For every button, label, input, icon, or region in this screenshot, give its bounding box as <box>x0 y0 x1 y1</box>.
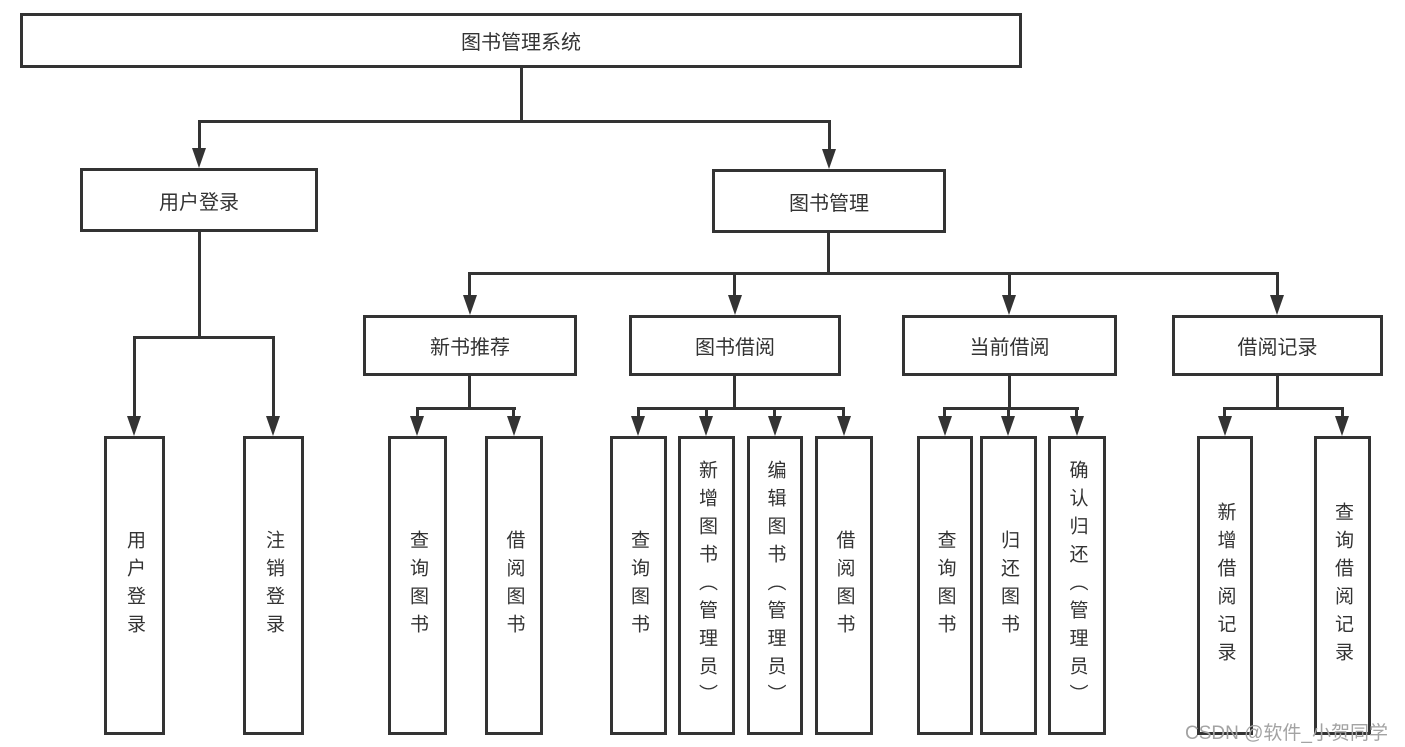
connector-line <box>828 120 831 150</box>
arrow-down-icon <box>1335 416 1349 436</box>
connector-line <box>416 407 419 418</box>
leaf-query-books-recommend: 查询图书 <box>388 436 447 735</box>
connector-line <box>637 407 640 418</box>
arrow-down-icon <box>1001 416 1015 436</box>
arrow-down-icon <box>127 416 141 436</box>
connector-line <box>943 407 1079 410</box>
node-label: 新书推荐 <box>430 337 510 359</box>
connector-line <box>705 407 708 418</box>
connector-line <box>827 233 830 272</box>
connector-line <box>468 376 471 407</box>
node-label: 图书管理 <box>789 192 869 215</box>
arrow-down-icon <box>631 416 645 436</box>
connector-line <box>198 120 831 123</box>
arrow-down-icon <box>463 295 477 315</box>
arrow-down-icon <box>768 416 782 436</box>
arrow-down-icon <box>192 148 206 168</box>
node-label: 查询图书 <box>628 529 649 642</box>
node-label: 查询借阅记录 <box>1332 501 1353 670</box>
leaf-query-books-current: 查询图书 <box>917 436 973 735</box>
connector-line <box>520 68 523 120</box>
arrow-down-icon <box>1002 295 1016 315</box>
leaf-borrow-books: 借阅图书 <box>815 436 873 735</box>
arrow-down-icon <box>837 416 851 436</box>
connector-line <box>733 376 736 407</box>
leaf-add-books-admin: 新增图书（管理员） <box>678 436 735 735</box>
arrow-down-icon <box>266 416 280 436</box>
node-user-login: 用户登录 <box>80 168 318 232</box>
arrow-down-icon <box>1070 416 1084 436</box>
node-current-borrowing: 当前借阅 <box>902 315 1117 376</box>
connector-line <box>1276 272 1279 295</box>
node-label: 确认归还（管理员） <box>1066 459 1088 712</box>
connector-line <box>468 272 1279 275</box>
arrow-down-icon <box>507 416 521 436</box>
csdn-watermark: CSDN @软件_小贺同学 <box>1185 723 1388 744</box>
node-new-book-recommend: 新书推荐 <box>363 315 577 376</box>
connector-line <box>1223 407 1344 410</box>
node-book-borrowing: 图书借阅 <box>629 315 841 376</box>
arrow-down-icon <box>1218 416 1232 436</box>
connector-line <box>416 407 516 410</box>
connector-line <box>1007 407 1010 418</box>
node-label: 新增图书（管理员） <box>696 459 717 712</box>
connector-line <box>773 407 776 418</box>
connector-line <box>733 272 736 295</box>
connector-line <box>1008 376 1011 407</box>
connector-line <box>198 232 201 336</box>
node-label: 注销登录 <box>263 529 284 642</box>
node-label: 借阅图书 <box>503 529 525 642</box>
node-label: 借阅图书 <box>833 529 855 642</box>
connector-line <box>1008 272 1011 295</box>
node-label: 查询图书 <box>407 529 428 642</box>
node-label: 新增借阅记录 <box>1214 501 1236 670</box>
leaf-edit-books-admin: 编辑图书（管理员） <box>747 436 803 735</box>
connector-line <box>133 336 275 339</box>
arrow-down-icon <box>410 416 424 436</box>
arrow-down-icon <box>699 416 713 436</box>
arrow-down-icon <box>728 295 742 315</box>
leaf-logout: 注销登录 <box>243 436 304 735</box>
node-label: 用户登录 <box>159 191 239 214</box>
node-label: 查询图书 <box>934 529 956 642</box>
connector-line <box>1276 376 1279 407</box>
node-library-management-system: 图书管理系统 <box>20 13 1022 68</box>
connector-line <box>637 407 845 410</box>
arrow-down-icon <box>822 149 836 169</box>
leaf-borrow-books-recommend: 借阅图书 <box>485 436 543 735</box>
node-label: 当前借阅 <box>969 337 1050 359</box>
leaf-confirm-return-admin: 确认归还（管理员） <box>1048 436 1106 735</box>
connector-line <box>1341 407 1344 418</box>
connector-line <box>512 407 515 418</box>
connector-line <box>272 336 275 418</box>
node-book-management: 图书管理 <box>712 169 946 233</box>
node-label: 图书管理系统 <box>461 32 581 54</box>
leaf-return-books: 归还图书 <box>980 436 1037 735</box>
node-label: 编辑图书（管理员） <box>764 459 786 712</box>
leaf-query-borrow-record: 查询借阅记录 <box>1314 436 1371 735</box>
arrow-down-icon <box>938 416 952 436</box>
node-label: 用户登录 <box>124 529 145 642</box>
connector-line <box>1223 407 1226 418</box>
arrow-down-icon <box>1270 295 1284 315</box>
leaf-user-login: 用户登录 <box>104 436 165 735</box>
connector-line <box>468 272 471 295</box>
node-label: 图书借阅 <box>695 337 775 359</box>
connector-line <box>198 120 201 150</box>
node-label: 借阅记录 <box>1237 337 1318 359</box>
connector-line <box>842 407 845 418</box>
connector-line <box>133 336 136 418</box>
node-label: 归还图书 <box>998 529 1019 642</box>
node-borrowing-records: 借阅记录 <box>1172 315 1383 376</box>
connector-line <box>943 407 946 418</box>
connector-line <box>1075 407 1078 418</box>
leaf-add-borrow-record: 新增借阅记录 <box>1197 436 1253 735</box>
leaf-query-books-borrowing: 查询图书 <box>610 436 667 735</box>
